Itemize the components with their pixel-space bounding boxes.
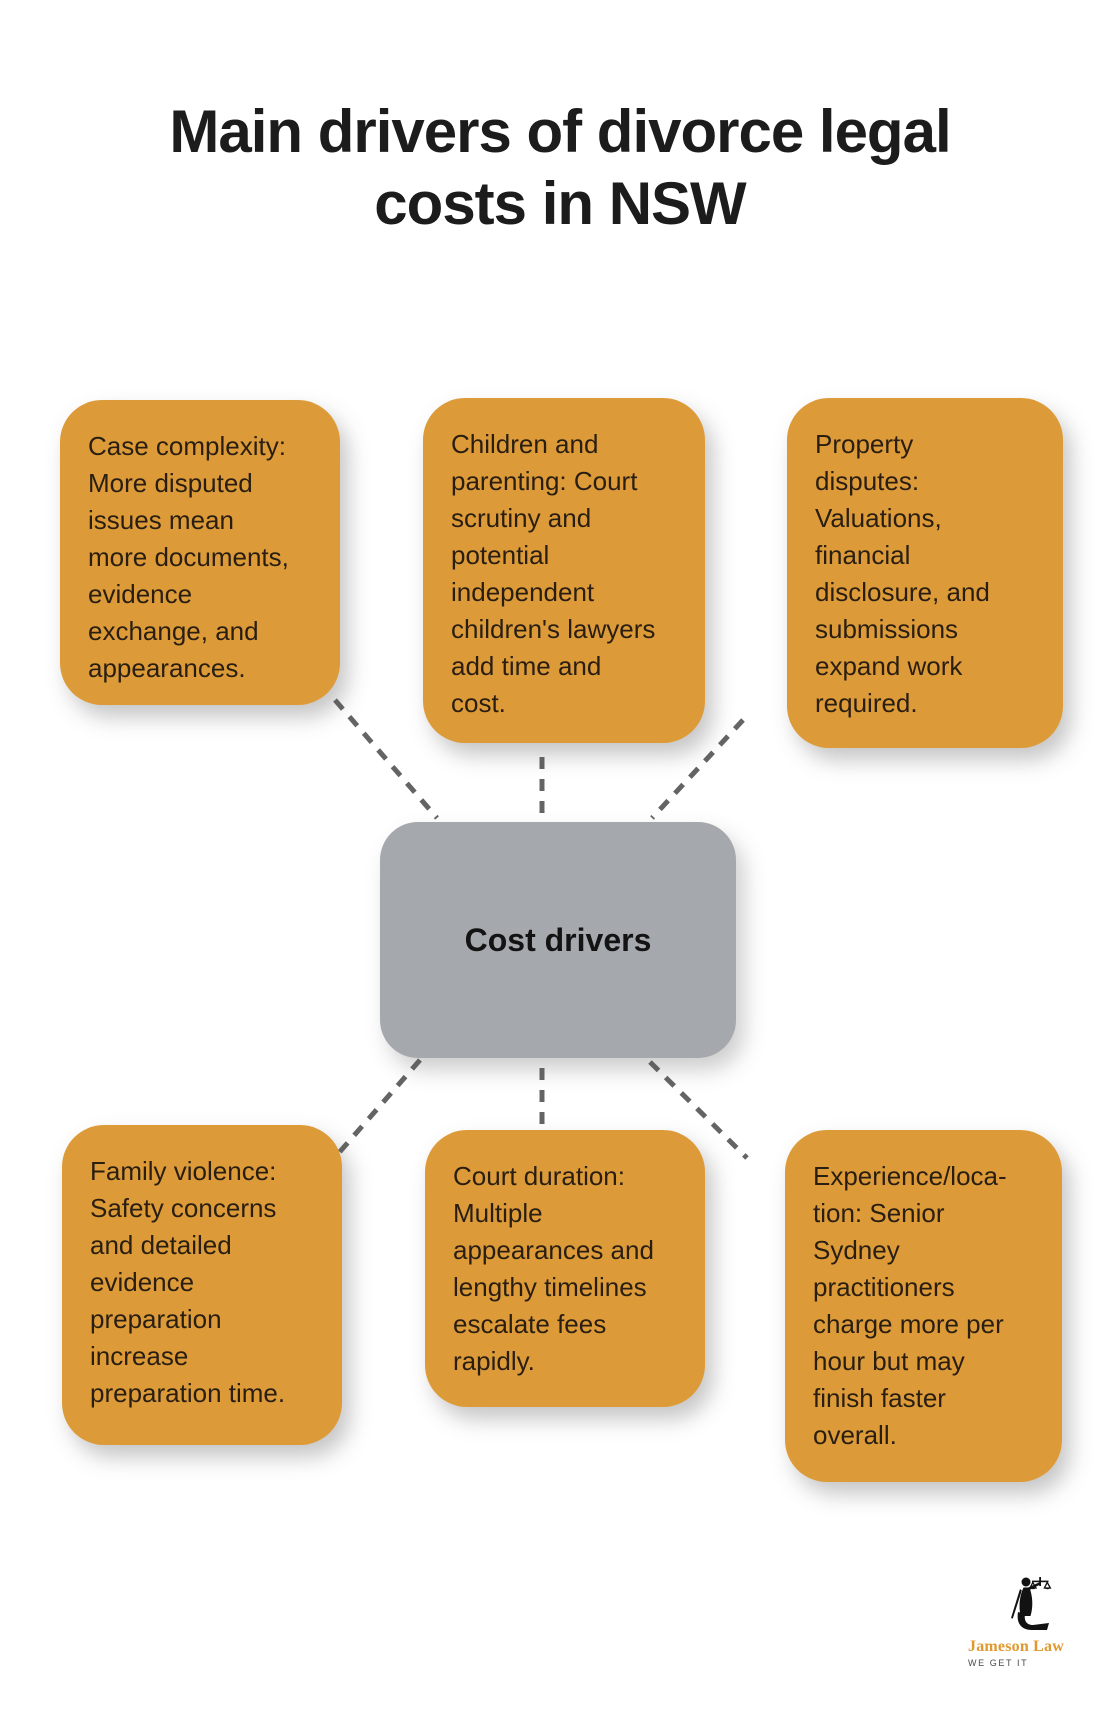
connector-bottom-left <box>335 1058 422 1157</box>
connector-bottom-right <box>648 1060 749 1160</box>
lady-justice-scales-icon <box>1011 1577 1052 1630</box>
logo-name: Jameson Law <box>968 1638 1064 1655</box>
page-title: Main drivers of divorce legal costs in N… <box>0 96 1120 240</box>
center-node-cost-drivers: Cost drivers <box>380 822 736 1058</box>
node-property-disputes: Property disputes: Valuations, financial… <box>787 398 1063 748</box>
page-title-line2: costs in NSW <box>374 170 746 237</box>
node-case-complexity: Case complexity: More disputed issues me… <box>60 400 340 705</box>
center-node-label: Cost drivers <box>464 921 652 958</box>
node-experience-location: Experience/loca- tion: Senior Sydney pra… <box>785 1130 1062 1482</box>
page-title-line1: Main drivers of divorce legal <box>169 98 951 165</box>
node-family-violence: Family violence: Safety concerns and det… <box>62 1125 342 1445</box>
logo-tagline: WE GET IT <box>968 1658 1029 1668</box>
connector-top-left <box>333 698 439 820</box>
connector-top-right <box>650 718 745 820</box>
jameson-law-logo: Jameson Law WE GET IT <box>968 1576 1093 1668</box>
node-children-parenting: Children and parenting: Court scrutiny a… <box>423 398 705 743</box>
node-court-duration: Court duration: Multiple appearances and… <box>425 1130 705 1407</box>
